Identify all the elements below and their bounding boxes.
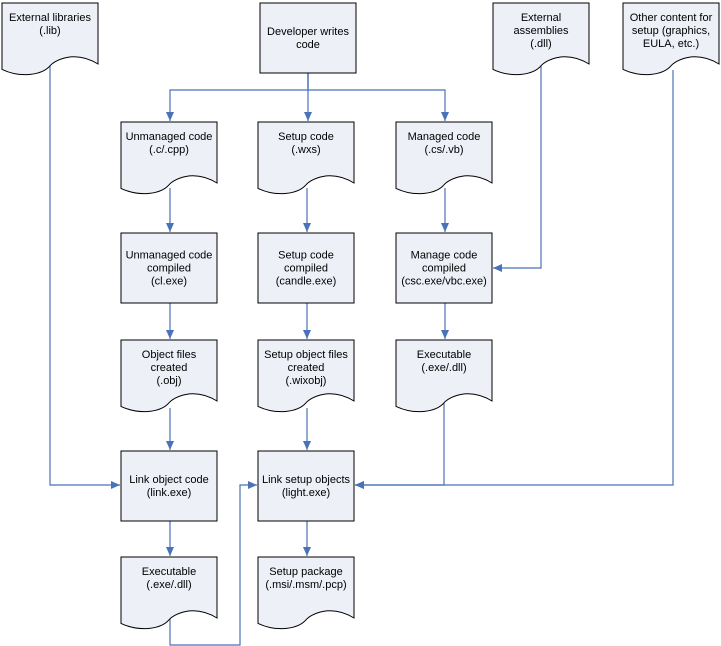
node-unmanaged-code: Unmanaged code(.c/.cpp) [120,121,218,195]
node-label: (.msi/.msm/.pcp) [265,579,346,591]
node-label: EULA, etc.) [643,38,699,50]
process-box [395,232,493,304]
node-label: (.exe/.dll) [421,362,466,374]
node-setup-package: Setup package(.msi/.msm/.pcp) [257,556,355,630]
edge-ext-libs-to-link-object [49,64,120,489]
edges-layer [49,64,674,646]
node-label: assemblies [513,25,569,37]
document-shape [1,2,99,76]
process-box [120,232,218,304]
process-box [259,2,357,74]
document-shape [492,2,590,76]
node-label: compiled [422,263,466,275]
node-label: code [296,39,320,51]
node-managed-code: Managed code(.cs/.vb) [395,121,493,195]
document-shape [395,121,493,195]
node-unmanaged-executable: Executable(.exe/.dll) [120,556,218,630]
node-label: Link object code [129,474,209,486]
edge-dev-writes-to-managed-code [307,72,449,121]
process-box [120,450,218,522]
node-label: Link setup objects [262,474,351,486]
node-label: Managed code [408,131,481,143]
node-label: (light.exe) [282,487,330,499]
node-label: compiled [147,263,191,275]
node-link-object: Link object code(link.exe) [120,450,218,522]
nodes-layer: External libraries(.lib) Developer writes… [1,2,720,630]
node-managed-executable: Executable(.exe/.dll) [395,339,493,413]
document-shape [120,121,218,195]
document-shape [120,339,218,413]
node-label: (cl.exe) [151,276,187,288]
node-label: Executable [142,566,196,578]
node-label: Executable [417,349,471,361]
node-label: Unmanaged code [126,250,213,262]
node-setup-code: Setup code(.wxs) [257,121,355,195]
node-label: Manage code [411,250,478,262]
process-box [257,450,355,522]
node-label: (.wixobj) [286,375,327,387]
node-label: (.wxs) [291,144,320,156]
node-label: (.exe/.dll) [146,579,191,591]
node-label: External [521,12,561,24]
edge-ext-asm-to-managed-compiled [493,64,542,272]
node-label: Setup code [278,250,334,262]
edge-unmanaged-executable-to-link-setup [169,481,257,646]
node-label: (.lib) [39,25,60,37]
document-shape [395,339,493,413]
node-label: (csc.exe/vbc.exe) [401,276,487,288]
node-label: (.dll) [530,38,551,50]
edge-dev-writes-to-unmanaged-code [166,72,309,121]
node-label: setup (graphics, [632,25,710,37]
document-shape [257,556,355,630]
node-label: (.cs/.vb) [424,144,463,156]
node-label: Object files [142,349,197,361]
node-label: created [288,362,325,374]
document-shape [622,2,720,76]
node-ext-libs: External libraries(.lib) [1,2,99,76]
node-label: Developer writes [267,26,349,38]
document-shape [257,339,355,413]
node-label: Setup code [278,131,334,143]
node-label: compiled [284,263,328,275]
node-label: Setup package [269,566,342,578]
node-link-setup: Link setup objects(light.exe) [257,450,355,522]
document-shape [257,121,355,195]
node-label: (.c/.cpp) [149,144,189,156]
node-label: Other content for [630,12,713,24]
node-label: Unmanaged code [126,131,213,143]
edge-other-content-to-link-setup [355,70,674,489]
edge-managed-executable-to-link-setup [355,402,445,489]
process-box [257,232,355,304]
node-label: (candle.exe) [276,276,337,288]
node-label: (.obj) [156,375,181,387]
document-shape [120,556,218,630]
node-label: External libraries [9,12,91,24]
node-label: (link.exe) [147,487,192,499]
node-label: created [151,362,188,374]
node-label: Setup object files [264,349,348,361]
